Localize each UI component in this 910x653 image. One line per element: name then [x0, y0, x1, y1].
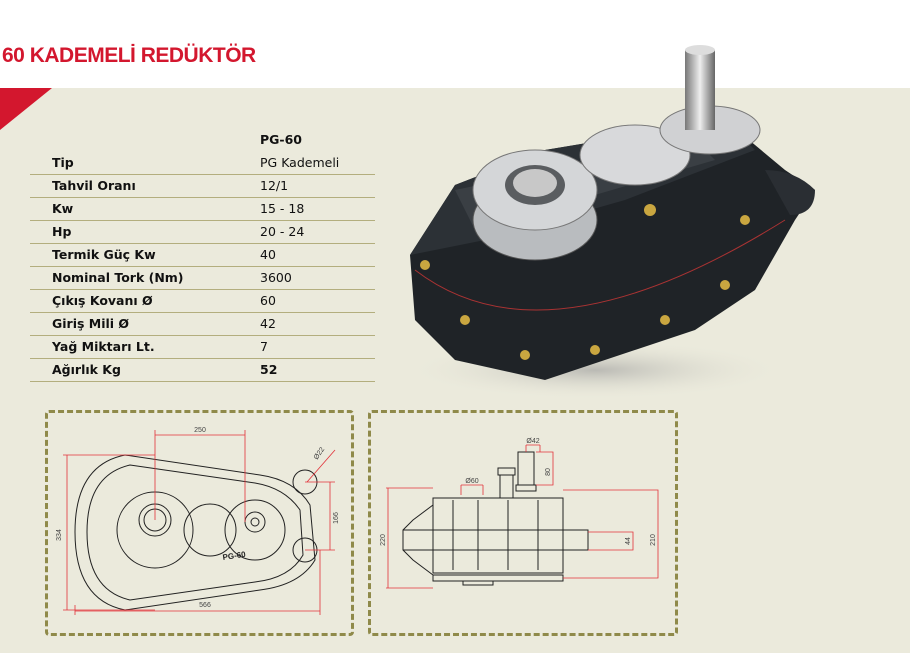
- spec-row: Ağırlık Kg 52: [30, 359, 375, 382]
- spec-label: Tip: [52, 155, 74, 170]
- spec-row: Tip PG Kademeli: [30, 152, 375, 175]
- spec-row: Kw 15 - 18: [30, 198, 375, 221]
- spec-row: Termik Güç Kw 40: [30, 244, 375, 267]
- spec-value: 40: [260, 247, 276, 262]
- spec-row: Nominal Tork (Nm) 3600: [30, 267, 375, 290]
- front-drawing-frame: [45, 410, 354, 636]
- spec-row: Yağ Miktarı Lt. 7: [30, 336, 375, 359]
- spec-label: Ağırlık Kg: [52, 362, 121, 377]
- spec-label: Giriş Mili Ø: [52, 316, 130, 331]
- spec-row: Hp 20 - 24: [30, 221, 375, 244]
- dim-210: 210: [650, 534, 657, 546]
- spec-value: 7: [260, 339, 268, 354]
- dim-80: 80: [545, 468, 552, 476]
- spec-value: 3600: [260, 270, 292, 285]
- casting-mark: PG-60: [222, 550, 247, 562]
- spec-row: Giriş Mili Ø 42: [30, 313, 375, 336]
- spec-value: 20 - 24: [260, 224, 305, 239]
- spec-label: Termik Güç Kw: [52, 247, 156, 262]
- spec-label: Nominal Tork (Nm): [52, 270, 184, 285]
- spec-value: 42: [260, 316, 276, 331]
- spec-value: 15 - 18: [260, 201, 305, 216]
- dim-250: 250: [194, 427, 206, 434]
- page-title: 60 KADEMELİ REDÜKTÖR: [2, 44, 256, 67]
- spec-row: Çıkış Kovanı Ø 60: [30, 290, 375, 313]
- spec-value: 52: [260, 362, 278, 377]
- dim-220: 220: [380, 534, 387, 546]
- dim-42: Ø42: [526, 438, 539, 445]
- dim-60: Ø60: [465, 478, 478, 485]
- spec-value: 12/1: [260, 178, 289, 193]
- dim-334: 334: [56, 529, 63, 541]
- side-drawing-frame: [368, 410, 678, 636]
- spec-row: Tahvil Oranı 12/1: [30, 175, 375, 198]
- spec-label: Tahvil Oranı: [52, 178, 136, 193]
- spec-value: 60: [260, 293, 276, 308]
- dim-22: Ø22: [313, 446, 326, 461]
- side-view-drawing: Ø42 80 Ø60 220 210 44: [380, 438, 659, 589]
- dim-566: 566: [199, 602, 211, 609]
- dim-44: 44: [625, 537, 632, 545]
- model-header: PG-60: [260, 132, 303, 147]
- spec-label: Hp: [52, 224, 72, 239]
- product-photo: [405, 45, 815, 400]
- spec-label: Yağ Miktarı Lt.: [52, 339, 155, 354]
- spec-value: PG Kademeli: [260, 155, 340, 170]
- red-corner-accent: [0, 88, 52, 130]
- spec-label: Kw: [52, 201, 74, 216]
- dim-166: 166: [333, 512, 340, 524]
- spec-label: Çıkış Kovanı Ø: [52, 293, 153, 308]
- front-view-drawing: 250 334 Ø22 166 566 PG-60: [56, 427, 340, 615]
